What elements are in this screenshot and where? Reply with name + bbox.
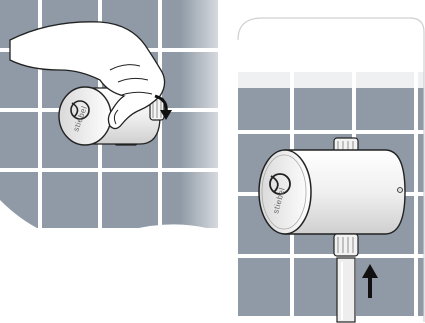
water-pipe: [337, 258, 355, 322]
